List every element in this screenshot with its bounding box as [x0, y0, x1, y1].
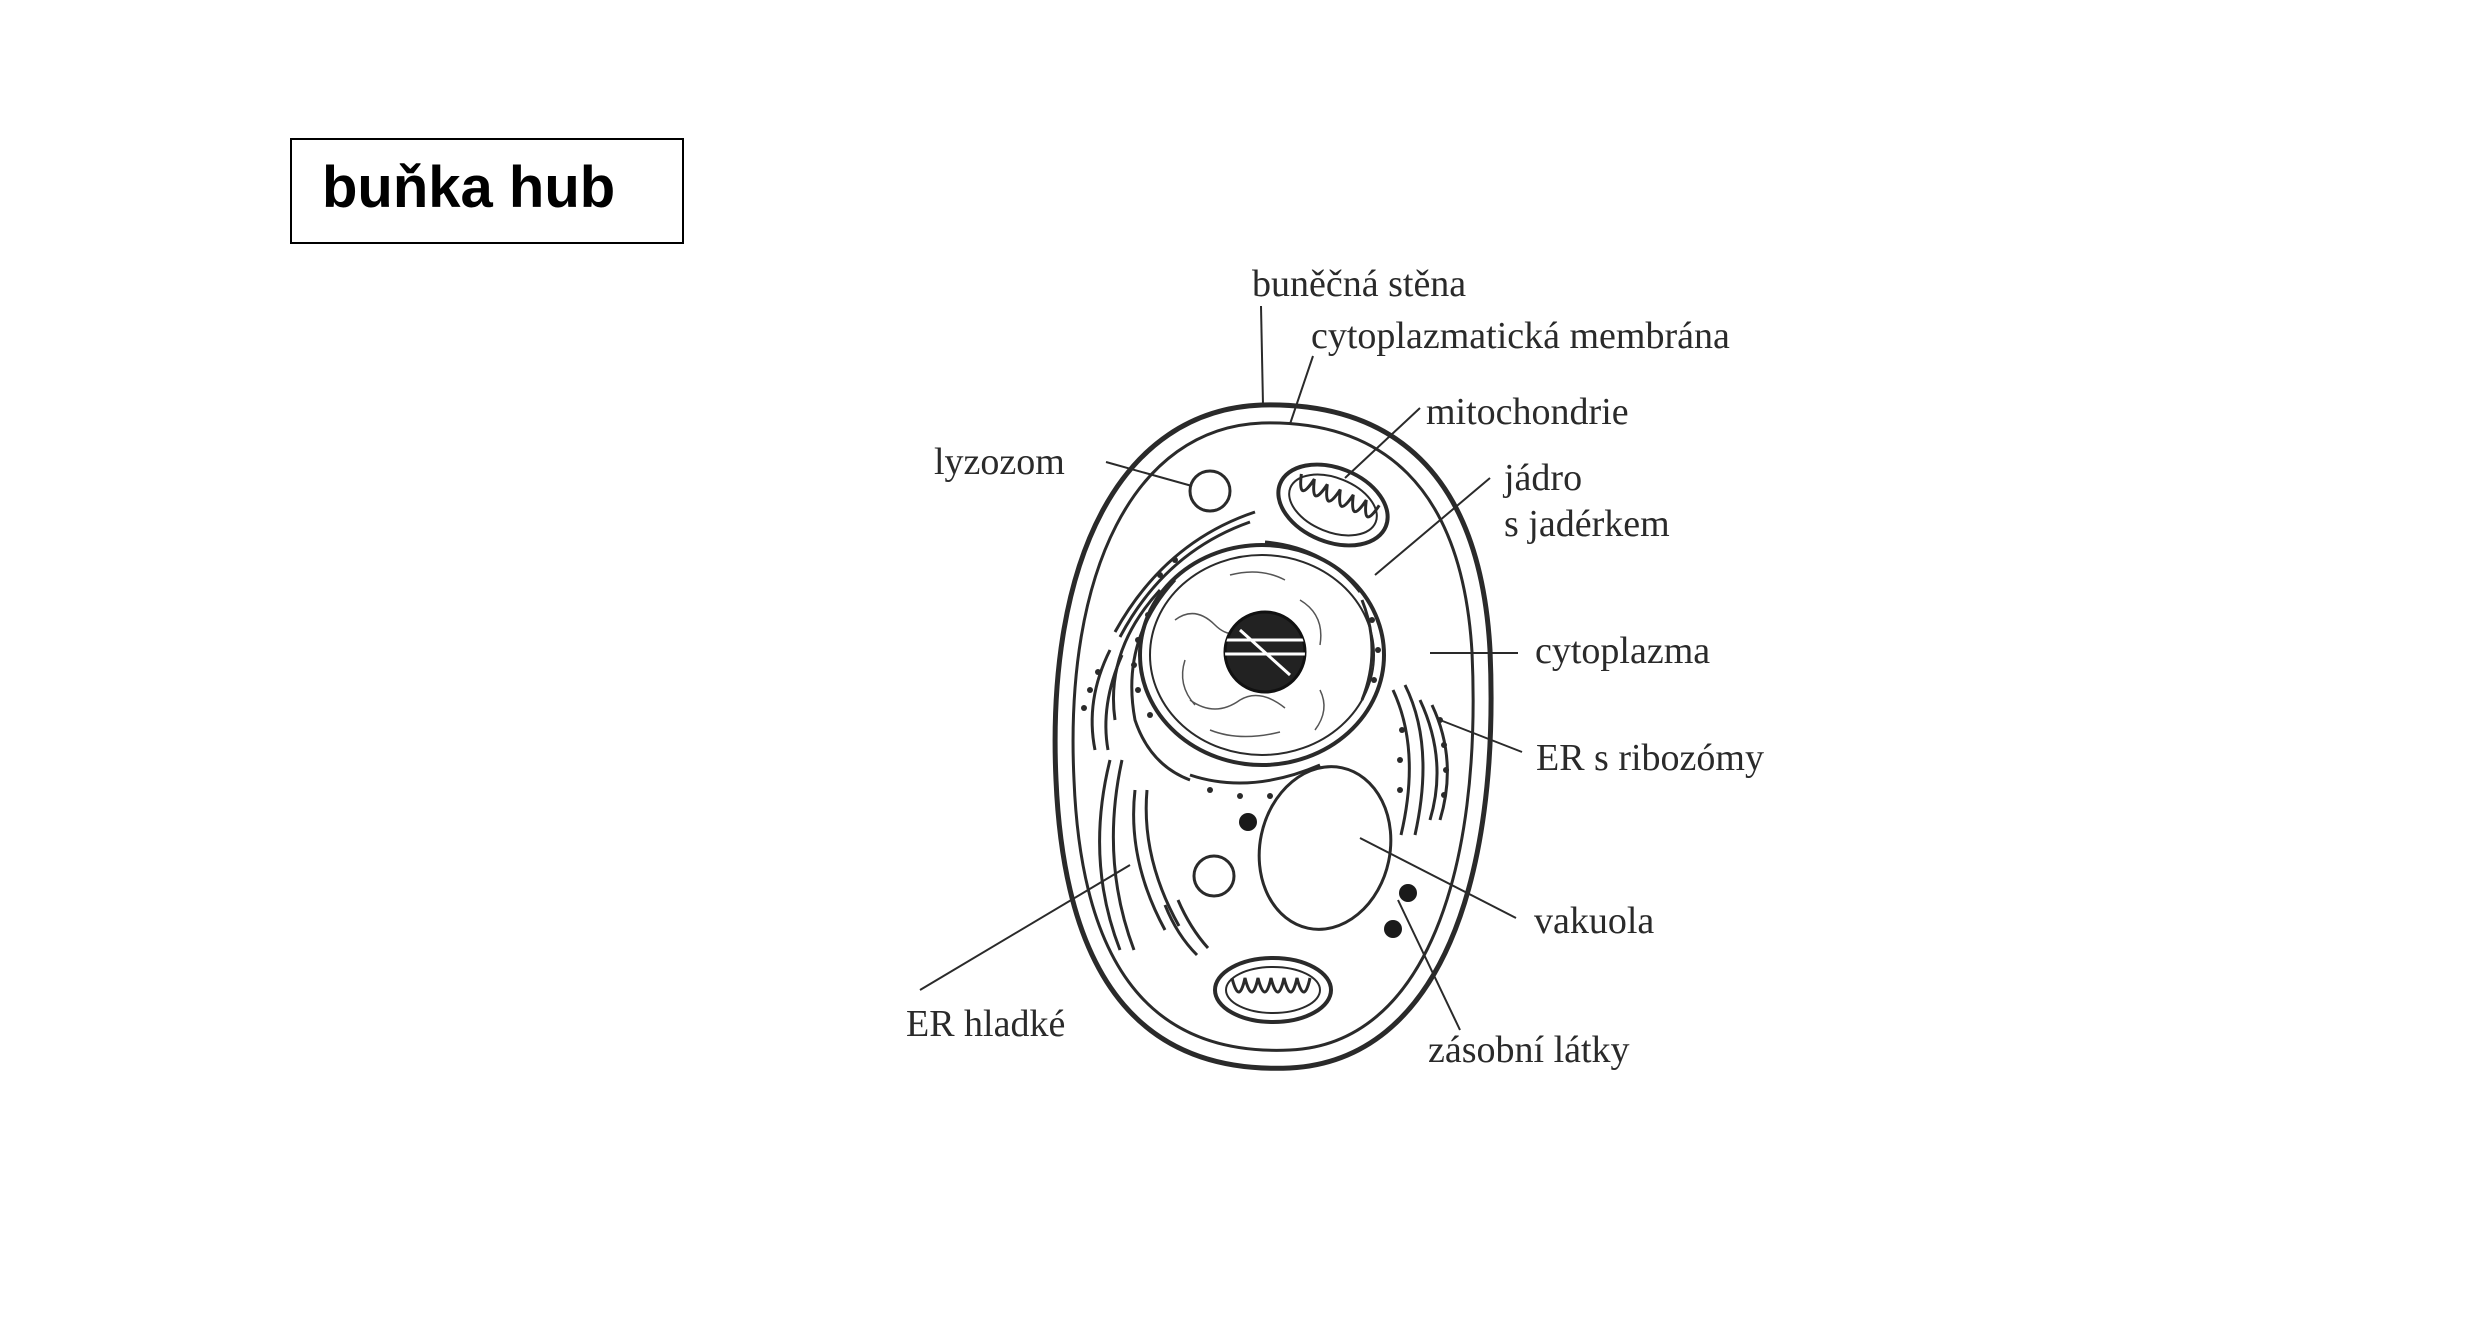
label-cell-wall: buněčná stěna	[1252, 263, 1466, 305]
leader-lines	[919, 305, 1523, 1031]
label-smooth-er: ER hladké	[906, 1003, 1065, 1045]
label-plasma-membrane: cytoplazmatická membrána	[1311, 315, 1730, 357]
label-mitochondria: mitochondrie	[1426, 391, 1629, 433]
page-title: buňka hub	[322, 155, 616, 220]
rough-er-right	[1391, 684, 1449, 836]
label-storage: zásobní látky	[1428, 1029, 1630, 1071]
label-cytoplasm: cytoplazma	[1535, 630, 1710, 672]
vacuole-shape	[1257, 765, 1393, 931]
title-box: buňka hub	[290, 138, 684, 244]
label-rough-er: ER s ribozómy	[1536, 737, 1764, 779]
cell-wall-outline	[1052, 402, 1494, 1071]
plasma-membrane-outline	[1071, 421, 1475, 1052]
nucleus-shape	[1138, 543, 1386, 767]
label-nucleus-line1: jádro	[1502, 457, 1582, 499]
mitochondrion-top	[1276, 462, 1390, 548]
label-lysosome: lyzozom	[934, 441, 1065, 483]
er-cisternae-upper-left	[1090, 510, 1256, 751]
lysosome-shape	[1188, 469, 1232, 513]
label-vacuole: vakuola	[1534, 900, 1654, 942]
smooth-er-shape	[1098, 759, 1210, 957]
storage-granules	[1239, 813, 1417, 938]
mitochondrion-bottom	[1213, 956, 1333, 1024]
label-nucleus-line2: s jadérkem	[1504, 503, 1670, 545]
vesicle-shape	[1192, 854, 1236, 898]
